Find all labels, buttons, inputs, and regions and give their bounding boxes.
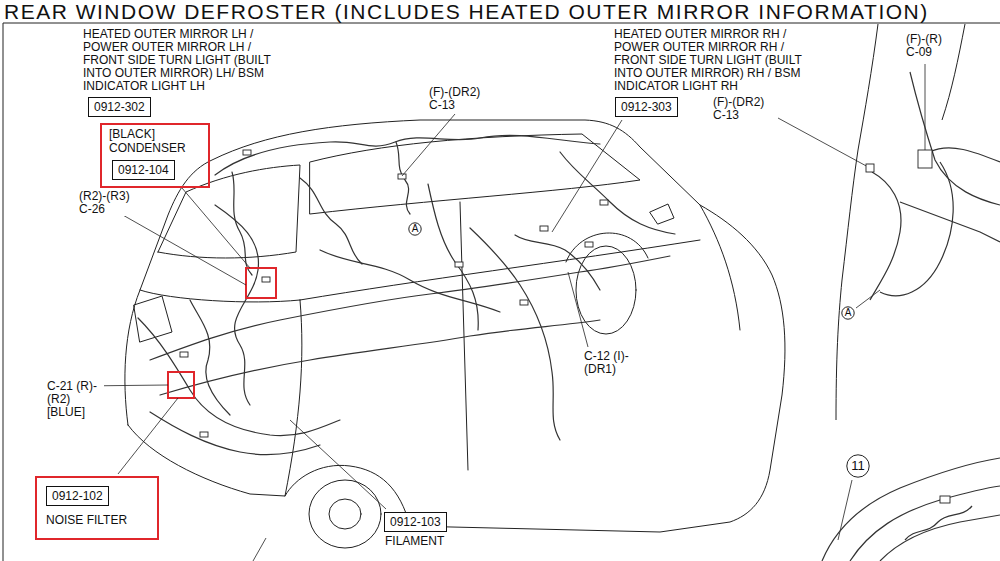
connector-symbol — [540, 226, 548, 231]
part-number-box: 0912-103 — [384, 512, 447, 532]
circle-outline — [847, 455, 869, 477]
part-number-box: 0912-303 — [615, 97, 678, 117]
page-frame — [3, 23, 1000, 561]
wire-harness — [930, 148, 1000, 162]
wire-harness — [138, 318, 340, 436]
wire-harness — [470, 228, 560, 440]
connector-symbol — [918, 150, 932, 168]
leader-line — [290, 420, 386, 509]
connector-symbol — [243, 150, 251, 155]
connector-label: (F)-(DR2) C-13 — [428, 86, 492, 112]
circle-outline — [842, 307, 854, 319]
connector-label: C-12 (I)-(DR1) — [583, 350, 647, 376]
wire-harness — [560, 152, 675, 234]
wire-harness — [232, 172, 252, 275]
circle-outline — [409, 223, 421, 235]
part-number: 0912-104 — [118, 163, 169, 177]
wire-harness — [870, 172, 901, 300]
connector-symbol — [200, 432, 208, 437]
part-number-box: 0912-104 — [112, 160, 175, 180]
callout-circle: 11 — [846, 454, 870, 478]
part-number-box: 0912-102 — [46, 486, 109, 506]
mirror-label: HEATED OUTER MIRROR LH / POWER OUTER MIR… — [82, 28, 284, 93]
wire-harness — [515, 235, 600, 290]
leader-line — [402, 114, 455, 176]
connector-symbol — [262, 277, 270, 282]
hood-line — [700, 205, 740, 330]
connector-symbol — [585, 242, 593, 247]
wire-harness — [150, 412, 320, 454]
callout-circle: A — [841, 306, 855, 320]
part-number: 0912-102 — [52, 489, 103, 503]
wire-harness — [396, 142, 410, 214]
wire-harness — [300, 178, 362, 264]
side-window — [310, 134, 640, 214]
rear-wheel — [309, 480, 381, 548]
connector-symbol — [398, 174, 406, 179]
connector-label: (R2)-(R3) C-26 — [78, 190, 142, 216]
pillar-outline — [836, 24, 878, 420]
rear-window — [158, 165, 300, 258]
wire-harness — [910, 72, 1000, 205]
rear-wheel-hub — [329, 499, 361, 529]
connector-symbol — [940, 496, 950, 503]
callout-number: 11 — [846, 454, 870, 478]
highlight-frame: [BLACK] CONDENSER 0912-104 — [100, 123, 210, 188]
callout-number: A — [408, 222, 422, 236]
part-number: 0912-302 — [94, 100, 145, 114]
part-number: 0912-303 — [621, 100, 672, 114]
part-name: [BLACK] CONDENSER — [109, 128, 189, 155]
part-number: 0912-103 — [390, 515, 441, 529]
wire-harness — [880, 515, 1000, 561]
leader-line — [114, 210, 246, 285]
part-name: FILAMENT — [384, 535, 445, 548]
panel-outline — [822, 458, 1000, 561]
callout-number: A — [841, 306, 855, 320]
front-wheel — [576, 246, 636, 334]
belt-line — [300, 240, 700, 300]
condenser-locator — [246, 268, 276, 298]
connector-symbol — [520, 300, 528, 305]
connector-label: (F)-(R) C-09 — [905, 33, 957, 59]
leader-line — [118, 398, 178, 474]
mirror-label: HEATED OUTER MIRROR RH / POWER OUTER MIR… — [613, 28, 820, 93]
callout-circle: A — [408, 222, 422, 236]
door-mirror — [650, 204, 674, 224]
break-mark — [253, 538, 266, 561]
diagram-title: REAR WINDOW DEFROSTER (INCLUDES HEATED O… — [4, 1, 929, 23]
leader-line — [552, 120, 622, 232]
part-name: NOISE FILTER — [46, 514, 150, 528]
wire-harness — [428, 184, 478, 330]
leader-line — [568, 272, 588, 347]
wire-harness — [880, 162, 953, 296]
highlight-frame: NOISE FILTER 0912-102 — [35, 476, 159, 540]
leader-line — [925, 64, 926, 150]
car-body — [125, 120, 785, 532]
wire-harness — [900, 202, 1000, 242]
part-number-box: 0912-302 — [88, 97, 151, 117]
wheel-arch — [566, 233, 648, 262]
wire-harness — [320, 250, 500, 312]
wire-harness — [160, 320, 600, 395]
wire-harness — [850, 486, 1000, 561]
connector-label: C-21 (R)-(R2) [BLUE] — [46, 380, 104, 419]
wire-harness — [905, 506, 972, 540]
leader-line — [856, 290, 880, 308]
leader-line — [182, 188, 250, 268]
connector-symbol — [600, 200, 608, 205]
connector-symbol — [455, 262, 463, 267]
connector-symbol — [866, 164, 874, 172]
connector-label: (F)-(DR2) C-13 — [712, 96, 776, 122]
wire-harness — [150, 256, 670, 360]
wire-harness — [190, 300, 230, 415]
connector-symbol — [180, 352, 188, 357]
noise-filter-locator — [168, 372, 194, 398]
